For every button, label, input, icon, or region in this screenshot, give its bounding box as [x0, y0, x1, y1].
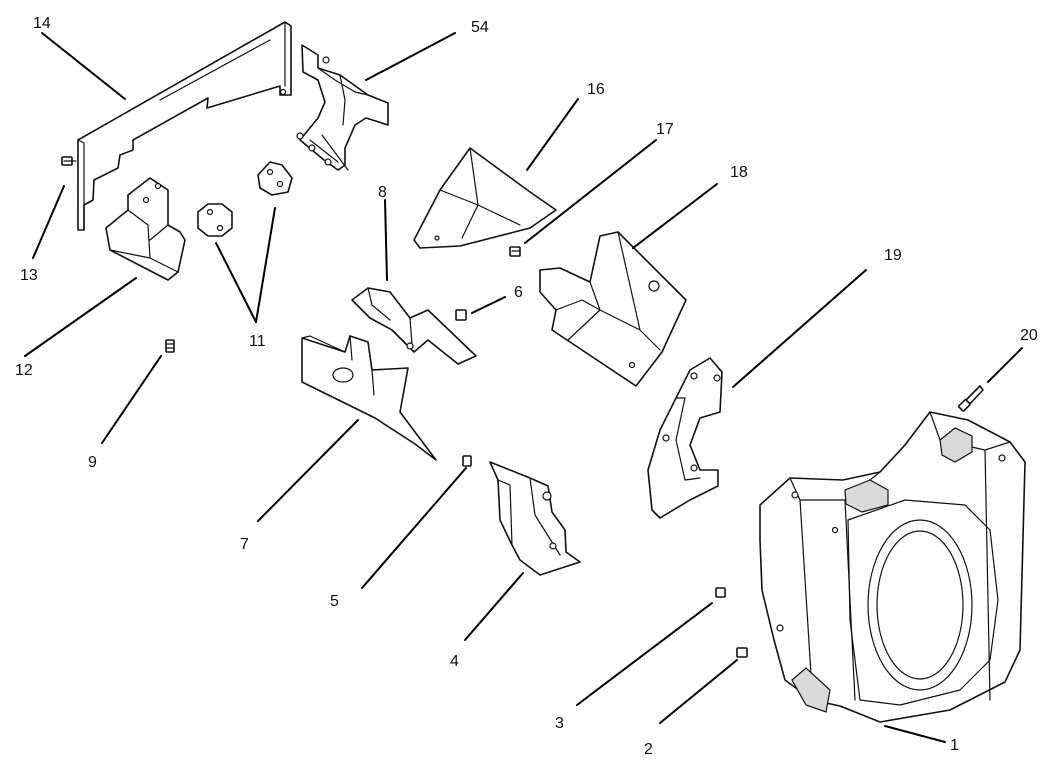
part-8-bracket	[351, 287, 477, 365]
callout-18: 18	[730, 164, 748, 181]
leader-11a	[215, 242, 257, 323]
leader-2	[659, 659, 738, 724]
part-19-bracket	[647, 357, 723, 519]
callout-19: 19	[884, 247, 902, 264]
leader-1	[884, 725, 946, 743]
part-18-shroud	[539, 231, 687, 387]
leader-9	[101, 355, 162, 444]
part-54-bracket	[296, 44, 389, 171]
leader-17	[524, 139, 657, 244]
callout-16: 16	[587, 81, 605, 98]
leader-3	[576, 602, 713, 706]
leader-lines	[24, 32, 1023, 743]
part-14-bracket	[77, 21, 292, 231]
callout-20: 20	[1020, 327, 1038, 344]
leader-16	[526, 98, 579, 171]
part-12-bracket	[105, 177, 186, 281]
part-11-plates	[197, 161, 293, 237]
callout-9: 9	[88, 454, 97, 471]
leader-12	[24, 277, 137, 357]
leader-7	[257, 419, 359, 522]
part-6-screw	[455, 309, 467, 321]
callout-7: 7	[240, 536, 249, 553]
leader-54	[365, 32, 456, 81]
callout-3: 3	[555, 715, 564, 732]
part-16-shroud	[413, 147, 557, 249]
part-3-screw	[715, 587, 726, 598]
part-5-screw	[462, 455, 472, 467]
callout-12: 12	[15, 362, 33, 379]
callout-54: 54	[471, 19, 489, 36]
leader-20	[987, 347, 1023, 383]
callout-6: 6	[514, 284, 523, 301]
callout-1: 1	[950, 737, 959, 754]
callout-14: 14	[33, 15, 51, 32]
callout-8: 8	[378, 184, 387, 201]
part-13-screw	[61, 156, 77, 166]
part-4-bracket	[489, 461, 581, 576]
leader-8	[384, 199, 388, 281]
leader-14	[41, 32, 126, 100]
callout-13: 13	[20, 267, 38, 284]
part-2-screw	[736, 647, 748, 658]
leader-11b	[255, 207, 276, 323]
callout-4: 4	[450, 653, 459, 670]
part-20-bolt	[957, 385, 984, 412]
leader-13	[32, 185, 65, 259]
leader-5	[361, 467, 467, 589]
callout-17: 17	[656, 121, 674, 138]
part-1-blower-housing	[759, 411, 1026, 723]
part-17-screw	[509, 246, 521, 257]
callout-11: 11	[249, 333, 266, 350]
part-9-screw	[165, 339, 175, 353]
leader-19	[732, 269, 867, 388]
part-7-bracket	[301, 335, 437, 461]
callout-5: 5	[330, 593, 339, 610]
callout-labels: 14 54 16 17 18 8 6 13 12 11 9 7 19 20 5 …	[15, 15, 1038, 758]
leader-18	[632, 183, 718, 249]
leader-4	[464, 572, 524, 641]
leader-6	[471, 296, 506, 314]
callout-2: 2	[644, 741, 653, 758]
